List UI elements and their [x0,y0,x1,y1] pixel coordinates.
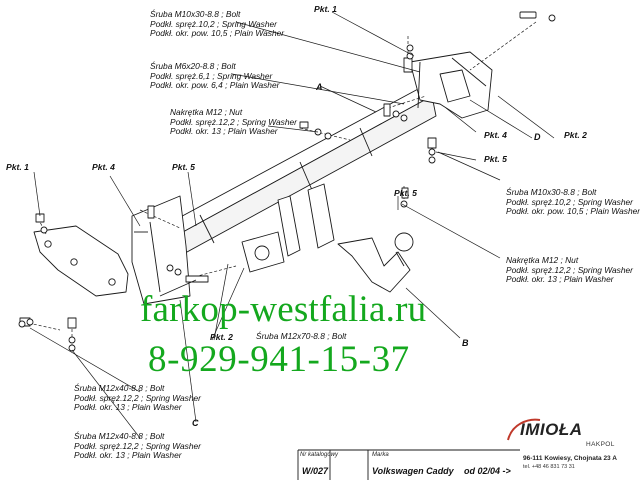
company-address: 96-111 Kowiesy, Chojnata 23 A [523,455,617,462]
label-mid-left-nut-m12: Nakrętka M12 ; Nut Podkł. spręż.12,2 ; S… [170,107,297,137]
point-4-left: Pkt. 4 [92,162,115,172]
letter-d: D [534,132,541,142]
catalog-brand-label: Marka [372,452,389,458]
point-5-left: Pkt. 5 [172,162,195,172]
point-1-top: Pkt. 1 [314,4,337,14]
letter-c: C [192,418,199,428]
label-bottom-left-bolt-1: Śruba M12x40-8.8 ; Bolt Podkł. spręż.12,… [74,383,201,413]
catalog-production-from: od 02/04 -> [464,466,511,476]
catalog-number-label: Nr katalogowy [300,452,339,458]
letter-a: A [316,82,323,92]
label-right-nut-m12: Nakrętka M12 ; Nut Podkł. spręż.12,2 ; S… [506,255,633,285]
catalog-code: W/027 [302,466,329,476]
watermark-phone: 8-929-941-15-37 [148,339,410,380]
label-right-bolt-m10: Śruba M10x30-8.8 ; Bolt Podkł. spręż.10,… [506,187,640,217]
tow-ball-neck [337,237,411,293]
tow-ball [394,232,414,252]
catalog-vehicle: Volkswagen Caddy [372,466,454,476]
company-phone: tel. +48 46 831 73 31 [523,464,575,470]
point-5-mid: Pkt. 5 [394,188,417,198]
label-top-left-bolt-m10: Śruba M10x30-8.8 ; Bolt Podkł. spręż.10,… [150,9,285,39]
point-5-right: Pkt. 5 [484,154,507,164]
left-bracket [131,195,191,305]
right-bracket [409,51,493,119]
socket-plate [241,231,285,273]
company-logo-text: IMIOŁA [520,420,583,439]
label-top-left-bolt-m6: Śruba M6x20-8.8 ; Bolt Podkł. spręż.6,1 … [150,61,280,91]
point-2-bottom: Pkt. 2 [210,332,233,342]
label-bottom-left-bolt-2: Śruba M12x40-8.8 ; Bolt Podkł. spręż.12,… [74,431,201,461]
point-2-right: Pkt. 2 [564,130,587,140]
point-4-right: Pkt. 4 [484,130,507,140]
company-logo-sub: HAKPOL [586,441,615,448]
label-bolt-m12x70: Śruba M12x70-8.8 ; Bolt [256,331,347,341]
letter-b: B [462,338,469,348]
point-1-left: Pkt. 1 [6,162,29,172]
left-plate [33,225,129,297]
watermark-site: farkop-westfalia.ru [140,289,427,330]
